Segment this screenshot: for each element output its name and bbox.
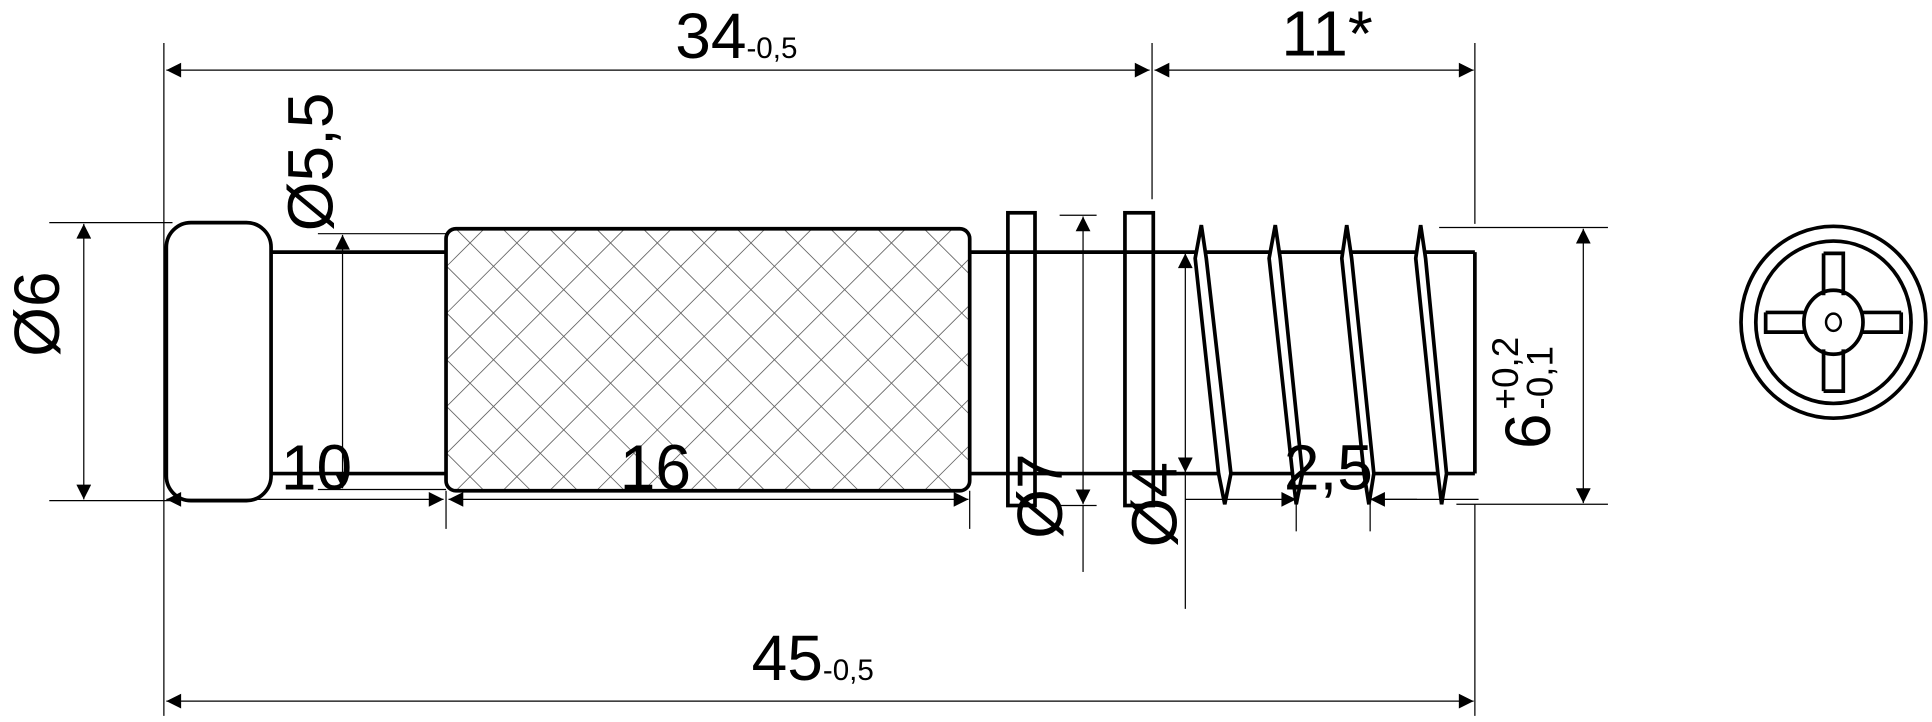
knurl-hatch-line (446, 228, 532, 491)
dim-11-value: 11* (1281, 0, 1372, 69)
dim-dia-thread-upper-tol: +0,2 (1485, 337, 1526, 410)
dim-dia7-value: Ø7 (1004, 453, 1076, 538)
knurl-hatch-line (446, 228, 672, 491)
dim-dia55-value: Ø5,5 (275, 93, 347, 232)
knurl-hatch-line (596, 228, 860, 491)
dim-dia-thread-lower-tol: -0,1 (1519, 346, 1560, 410)
svg-text:45-0,5: 45-0,5 (752, 622, 874, 694)
knurl-hatch-line (502, 228, 766, 491)
thread-turns (1193, 224, 1449, 505)
dim-dia-thread-value: 6 (1492, 413, 1564, 449)
knurl-hatch-line (455, 228, 719, 491)
knurl-hatch-line (446, 228, 532, 491)
dim-45-value: 45 (752, 622, 823, 694)
knurled-outline (444, 226, 972, 493)
knurl-hatch-line (446, 228, 626, 491)
dim-dia4-value: Ø4 (1119, 462, 1191, 547)
bolt-side-view (164, 210, 1477, 508)
flange-2 (1123, 210, 1156, 508)
extension-lines (49, 43, 1608, 716)
dimension-lines (76, 62, 1591, 709)
knurl-hatch-line (971, 229, 1233, 491)
bolt-head (164, 220, 273, 503)
flange-1 (1006, 210, 1037, 508)
dim-dia6-value: Ø6 (1, 271, 73, 356)
knurl-hatch-line (783, 228, 970, 491)
dim-45-tolerance: -0,5 (823, 654, 874, 687)
knurl-hatch-line (689, 228, 953, 491)
knurl-hatch-line (876, 228, 970, 491)
knurl-hatch-line (971, 229, 1233, 491)
dim-16-value: 16 (620, 432, 691, 504)
dim-34-tolerance: -0,5 (746, 32, 797, 65)
dim-34-value: 34 (675, 0, 746, 72)
dim-10-value: 10 (281, 432, 352, 504)
dim-pitch-value: 2,5 (1284, 432, 1373, 504)
knurl-hatch-line (549, 228, 813, 491)
dimension-labels: 34-0,5 11* 45-0,5 10 16 2,5 Ø6 Ø5,5 Ø7 Ø… (1, 0, 1564, 694)
bolt-end-view (1739, 224, 1928, 421)
knurl-hatch-line (876, 228, 970, 491)
knurl-hatch-line (736, 228, 970, 491)
knurl-hatch-line (830, 228, 970, 491)
svg-text:34-0,5: 34-0,5 (675, 0, 797, 72)
knurl-hatch-line (642, 228, 906, 491)
